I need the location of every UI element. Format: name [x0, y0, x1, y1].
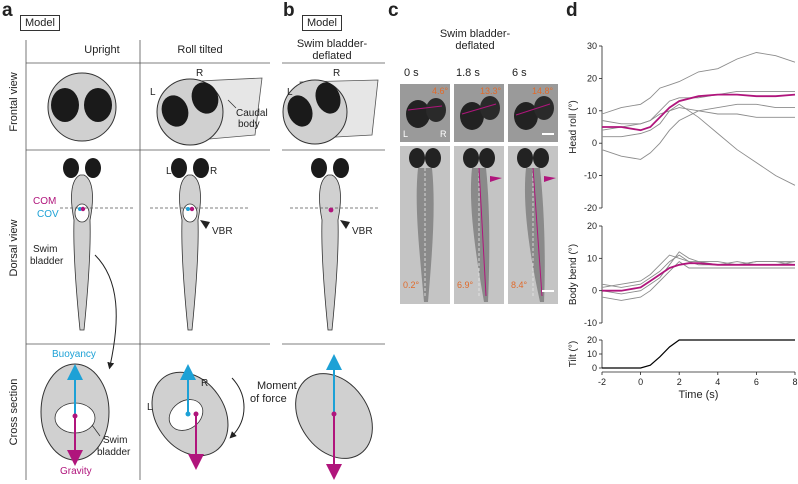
header-b-line1: Swim bladder-: [296, 38, 368, 50]
tilt-xtick-label-0: -2: [598, 377, 606, 387]
cross-upright: [40, 363, 110, 466]
photo-dorsal-0s: [400, 146, 450, 304]
grid-lines: [25, 40, 385, 480]
tilt-xtick-label-1: 0: [638, 377, 643, 387]
panel-letter-c: c: [388, 0, 399, 21]
panel-letter-d: d: [566, 0, 578, 21]
label-moment-1: Moment: [257, 380, 297, 392]
tilt-ytick-label-1: 10: [587, 349, 597, 359]
body-angle-2: 8.4°: [511, 280, 528, 290]
cross-deflated: [295, 354, 373, 480]
tilt-xtick-label-2: 2: [677, 377, 682, 387]
label-R-frontal-b: R: [333, 68, 341, 79]
head-roll-series-trace-0: [601, 52, 796, 115]
label-R-frontal-tilted: R: [196, 68, 204, 79]
label-L-frontal-b: L: [287, 87, 293, 98]
head-roll-ylabel: Head roll (°): [568, 100, 579, 153]
model-badge-a: Model: [20, 15, 60, 31]
label-swim-bladder-2: bladder: [30, 256, 64, 267]
frontal-deflated-head: [282, 79, 379, 145]
tilt-series-stimulus-0: [602, 339, 795, 369]
tilt-xtick-label-5: 8: [792, 377, 797, 387]
label-R-cross: R: [201, 378, 209, 389]
label-com: COM: [33, 196, 57, 207]
label-swim-bladder-cross-2: bladder: [97, 447, 131, 458]
column-header-upright: Upright: [84, 44, 120, 56]
panel-letter-a: a: [2, 0, 13, 21]
label-cov: COV: [37, 209, 59, 220]
photo-frontal-6s: [508, 84, 558, 142]
body-bend-ytick-label-2: 10: [587, 253, 597, 263]
panel-letter-b: b: [283, 0, 295, 21]
tilt-ylabel: Tilt (°): [568, 341, 579, 367]
label-buoyancy: Buoyancy: [52, 349, 96, 360]
label-moment-2: of force: [250, 393, 287, 405]
body-angle-1: 6.9°: [457, 280, 474, 290]
head-roll-ytick-label-1: -10: [584, 171, 597, 181]
label-caudal-1: Caudal: [236, 108, 268, 119]
header-c-line2: deflated: [455, 40, 495, 52]
head-angle-1: 13.3°: [480, 86, 502, 96]
frontal-tilted-head: [156, 77, 263, 146]
body-bend-ylabel: Body bend (°): [568, 244, 579, 305]
column-header-roll-tilted: Roll tilted: [177, 44, 223, 56]
label-swim-bladder-cross-1: Swim: [103, 435, 128, 446]
body-angle-0: 0.2°: [403, 280, 420, 290]
label-L-dorsal: L: [166, 166, 172, 177]
tilt-ytick-label-2: 20: [587, 335, 597, 345]
head-roll-ytick-label-2: 0: [592, 138, 597, 148]
tilt-xtick-label-3: 4: [715, 377, 720, 387]
header-c-line1: Swim bladder-: [439, 28, 511, 40]
head-roll-series-trace-2: [601, 103, 795, 160]
tilt-ytick-label-0: 0: [592, 363, 597, 373]
body-bend-series-trace-1: [601, 261, 795, 301]
head-roll-series-mean-5: [602, 93, 796, 132]
head-roll-series-trace-1: [602, 103, 796, 186]
svg-text:R: R: [440, 129, 447, 139]
frontal-upright-head: [47, 72, 117, 142]
label-vbr-b: VBR: [352, 226, 373, 237]
label-L-frontal-tilted: L: [150, 87, 156, 98]
header-b-line2: deflated: [312, 50, 352, 62]
head-angle-2: 14.8°: [532, 86, 554, 96]
time-label-0: 0 s: [404, 67, 419, 79]
label-gravity: Gravity: [60, 466, 92, 477]
head-roll-ytick-label-0: -20: [584, 203, 597, 213]
model-schematics: [25, 40, 385, 480]
body-bend-ytick-label-3: 20: [587, 221, 597, 231]
model-badge-b: Model: [302, 15, 342, 31]
head-roll-ytick-label-5: 30: [587, 41, 597, 51]
svg-text:L: L: [403, 129, 408, 139]
head-roll-series-trace-4: [601, 107, 795, 131]
body-bend-series-mean-4: [602, 262, 795, 292]
head-roll-ytick-label-3: 10: [587, 106, 597, 116]
body-bend-ytick-label-1: 0: [592, 286, 597, 296]
photo-dorsal-6s: [508, 146, 558, 304]
photo-frontal-1.8s: [454, 84, 504, 142]
tilt-xtick-label-4: 6: [754, 377, 759, 387]
photo-dorsal-1.8s: [454, 146, 504, 304]
tilt-xlabel: Time (s): [679, 389, 719, 401]
body-bend-series-trace-2: [601, 251, 796, 295]
time-label-1: 1.8 s: [456, 67, 480, 79]
cross-tilted: [151, 364, 245, 470]
dorsal-tilted-fish: [150, 158, 250, 331]
body-bend-ytick-label-0: -10: [584, 318, 597, 328]
body-bend-series-trace-0: [601, 254, 795, 288]
head-angle-0: 4.6°: [432, 86, 449, 96]
label-vbr-a: VBR: [212, 226, 233, 237]
label-R-dorsal: R: [210, 166, 218, 177]
time-label-2: 6 s: [512, 67, 527, 79]
label-L-cross: L: [147, 402, 153, 413]
head-roll-ytick-label-4: 20: [587, 73, 597, 83]
label-caudal-2: body: [238, 119, 260, 130]
label-swim-bladder-1: Swim: [33, 244, 58, 255]
dorsal-deflated-fish: [290, 158, 380, 331]
dorsal-upright-fish: [60, 158, 135, 370]
